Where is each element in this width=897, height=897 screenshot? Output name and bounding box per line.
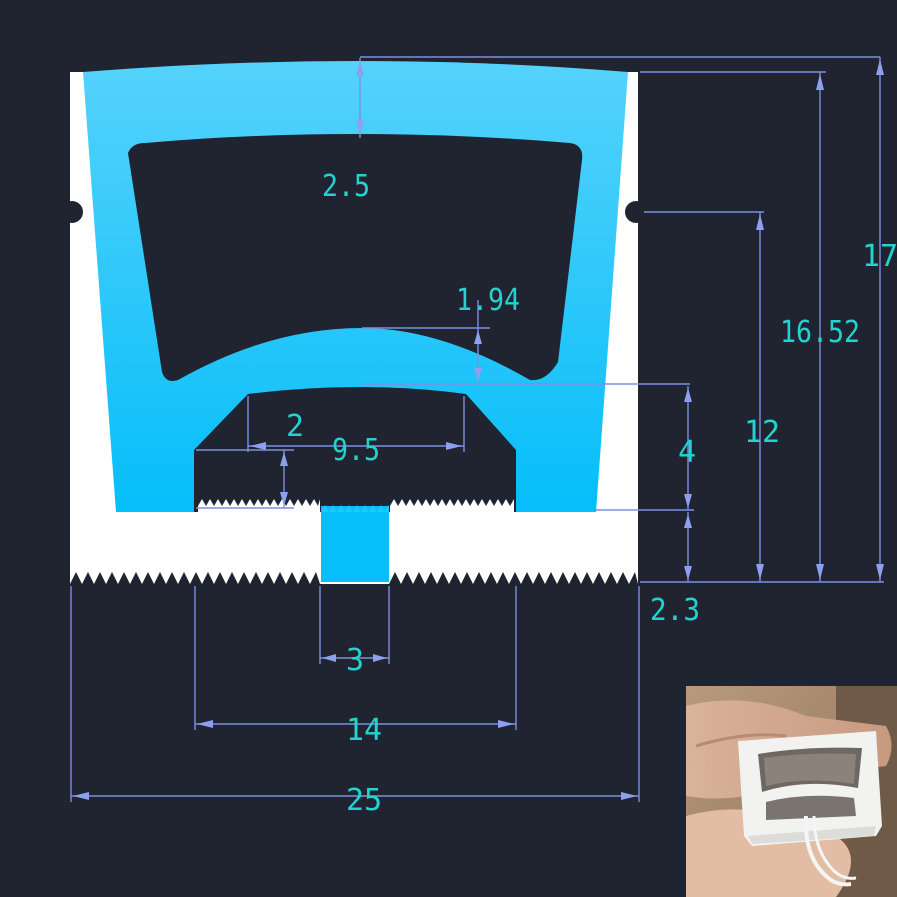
lower-cavity bbox=[194, 387, 516, 512]
center-tongue bbox=[321, 506, 389, 582]
dimension-lines bbox=[70, 56, 884, 802]
dim-lower-step: 2 bbox=[286, 409, 304, 444]
dim-total-width: 25 bbox=[346, 783, 382, 818]
dim-base-thickness: 2.3 bbox=[650, 593, 700, 628]
dim-lower-width: 9.5 bbox=[332, 433, 380, 468]
dimension-labels: 2.5 1.94 2 9.5 4 2.3 12 16.52 17 3 14 25 bbox=[286, 169, 897, 818]
tongue-serration bbox=[321, 505, 389, 512]
product-photo bbox=[686, 686, 897, 897]
dim-lower-height: 4 bbox=[678, 435, 696, 470]
upper-cavity bbox=[128, 134, 583, 381]
diffuser-insert bbox=[83, 61, 628, 582]
dim-arch-thickness: 1.94 bbox=[456, 283, 520, 318]
photo-lower-chamber bbox=[766, 795, 856, 820]
bottom-serration bbox=[70, 572, 638, 584]
inner-serration bbox=[198, 499, 514, 514]
dim-slot-width: 3 bbox=[346, 643, 364, 678]
dim-notch-height: 12 bbox=[744, 415, 780, 450]
dim-channel-width: 14 bbox=[346, 713, 382, 748]
dim-total-height: 17 bbox=[862, 239, 897, 274]
dim-inner-height: 16.52 bbox=[780, 315, 860, 350]
dim-top-wall: 2.5 bbox=[322, 169, 370, 204]
